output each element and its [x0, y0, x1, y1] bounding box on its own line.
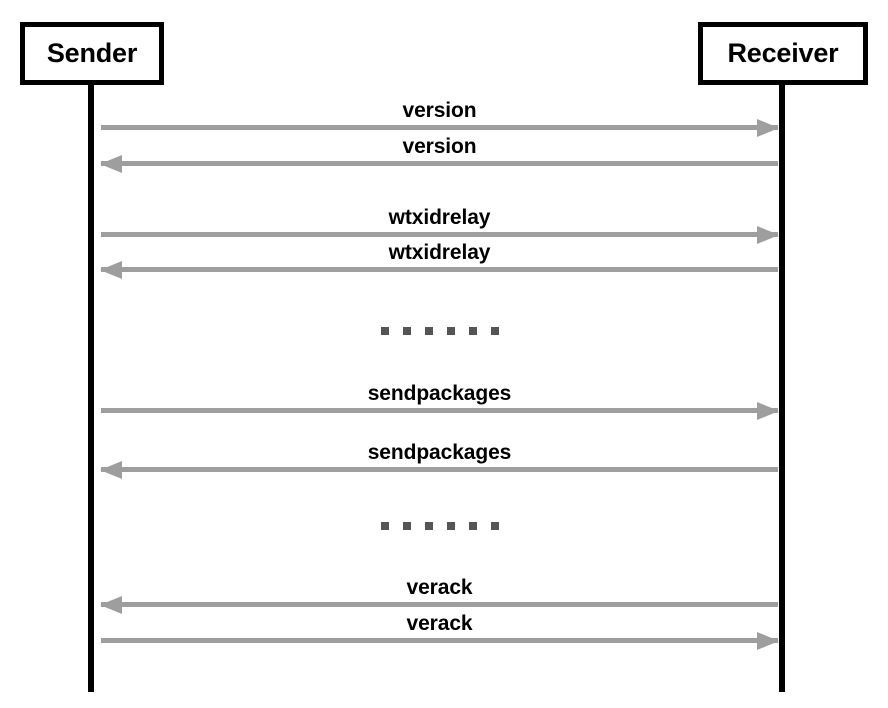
message-line: [101, 267, 778, 272]
arrow-right-icon: [757, 226, 779, 244]
ellipsis-dot: [468, 327, 477, 335]
message-label: wtxidrelay: [388, 206, 491, 229]
arrow-right-icon: [757, 402, 779, 420]
ellipsis-separator: [101, 522, 778, 530]
message-label: verack: [406, 612, 473, 635]
arrow-left-icon: [100, 261, 122, 279]
arrow-right-icon: [757, 119, 779, 137]
message-line: [101, 638, 778, 643]
lifeline-sender: [88, 80, 94, 692]
message-label: sendpackages: [367, 441, 512, 464]
ellipsis-dot: [402, 327, 411, 335]
participant-sender[interactable]: Sender: [20, 22, 164, 85]
message-line: [101, 467, 778, 472]
message-line: [101, 125, 778, 130]
arrow-left-icon: [100, 461, 122, 479]
arrow-left-icon: [100, 596, 122, 614]
message-line: [101, 602, 778, 607]
message-label: version: [402, 99, 477, 122]
ellipsis-dot: [468, 522, 477, 530]
message-line: [101, 408, 778, 413]
message-line: [101, 232, 778, 237]
message-label: verack: [406, 576, 473, 599]
participant-receiver-label: Receiver: [727, 38, 839, 68]
message-line: [101, 161, 778, 166]
ellipsis-dot: [424, 327, 433, 335]
arrow-right-icon: [757, 632, 779, 650]
participant-sender-label: Sender: [46, 38, 138, 68]
ellipsis-dot: [380, 522, 389, 530]
ellipsis-dot: [380, 327, 389, 335]
participant-receiver[interactable]: Receiver: [698, 22, 868, 85]
ellipsis-dot: [490, 327, 499, 335]
ellipsis-dot: [446, 327, 455, 335]
ellipsis-dot: [424, 522, 433, 530]
message-label: wtxidrelay: [388, 241, 491, 264]
arrow-left-icon: [100, 155, 122, 173]
lifeline-receiver: [779, 80, 785, 692]
ellipsis-dot: [490, 522, 499, 530]
message-label: sendpackages: [367, 382, 512, 405]
ellipsis-separator: [101, 327, 778, 335]
message-label: version: [402, 135, 477, 158]
ellipsis-dot: [446, 522, 455, 530]
ellipsis-dot: [402, 522, 411, 530]
